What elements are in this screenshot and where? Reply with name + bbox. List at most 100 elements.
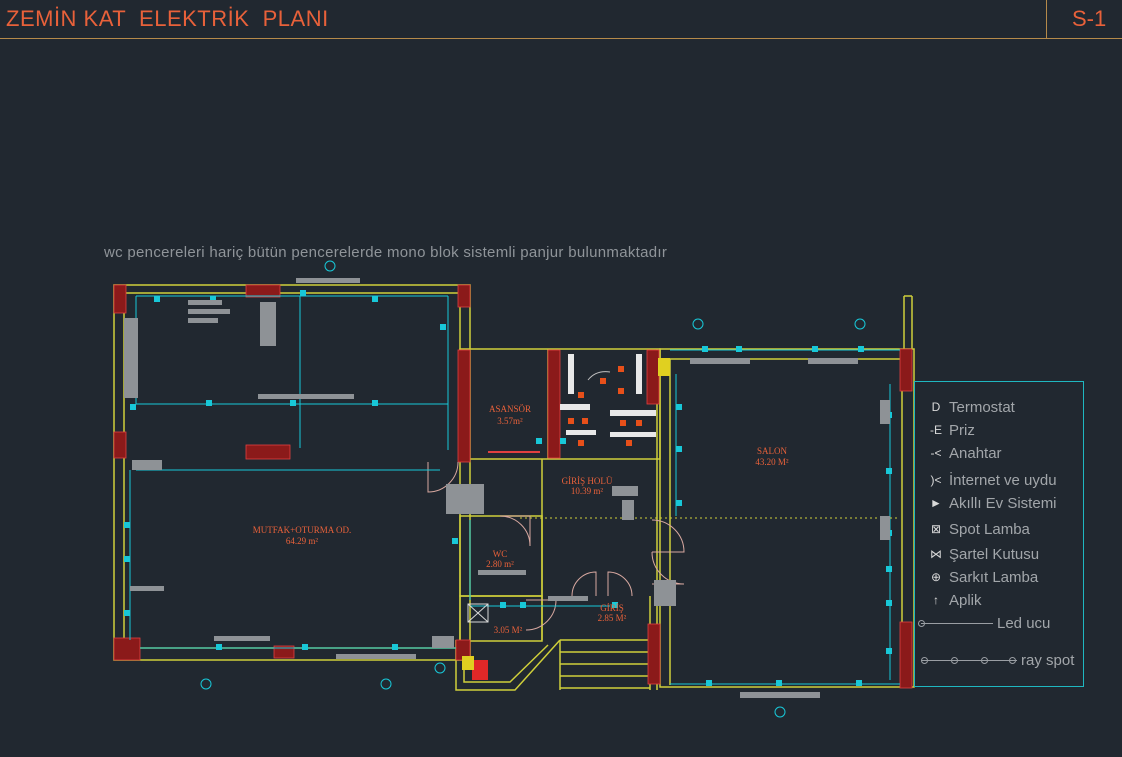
spot-lamp bbox=[302, 644, 308, 650]
sheet-number: S-1 bbox=[1072, 6, 1107, 31]
panel-box-outline bbox=[467, 603, 489, 623]
switch-icon: -< bbox=[930, 446, 942, 460]
spot-lamp bbox=[154, 296, 160, 302]
equipment-label bbox=[258, 394, 354, 399]
header-divider bbox=[1046, 0, 1047, 38]
panel-box-cross bbox=[467, 603, 489, 623]
legend-item-termostat: D Termostat bbox=[927, 397, 1015, 417]
spot-lamp bbox=[440, 324, 446, 330]
junction-box bbox=[658, 358, 670, 376]
fixtures bbox=[124, 290, 892, 686]
legend-item-sarkit: ⊕ Sarkıt Lamba bbox=[927, 567, 1038, 587]
column bbox=[273, 645, 295, 659]
room-area-salon: 43.20 M² bbox=[755, 457, 789, 467]
stair-rail bbox=[610, 432, 656, 437]
equipment-label bbox=[478, 570, 526, 575]
stair-step bbox=[626, 440, 632, 446]
equipment-label bbox=[548, 596, 588, 601]
staircase bbox=[560, 354, 656, 446]
room-name-giris: GİRİŞ bbox=[600, 603, 624, 613]
equipment-label bbox=[188, 300, 222, 305]
legend-label: Sarkıt Lamba bbox=[949, 568, 1039, 586]
legend-label: Aplik bbox=[949, 591, 982, 609]
spot-lamp bbox=[216, 644, 222, 650]
equipment-label bbox=[622, 500, 634, 520]
north-markers bbox=[200, 260, 866, 718]
column bbox=[547, 349, 561, 459]
legend-item-spot: ⊠ Spot Lamba bbox=[927, 519, 1030, 539]
room-area-mutfak: 64.29 m² bbox=[286, 536, 319, 546]
spot-lamp bbox=[676, 446, 682, 452]
column bbox=[113, 431, 127, 459]
drawing-header: ZEMİN KAT ELEKTRİK PLANI S-1 bbox=[0, 0, 1122, 39]
spot-lamp bbox=[886, 648, 892, 654]
room-name-wc: WC bbox=[493, 549, 508, 559]
door-swing bbox=[571, 571, 597, 597]
wall-lamp-icon: ↑ bbox=[933, 593, 939, 607]
led-line-icon bbox=[918, 619, 993, 627]
stair-step bbox=[568, 418, 574, 424]
legend-label: Spot Lamba bbox=[949, 520, 1030, 538]
spot-lamp bbox=[130, 404, 136, 410]
stair-rail bbox=[560, 404, 590, 410]
legend-item-aplik: ↑ Aplik bbox=[927, 590, 982, 610]
equipment-label bbox=[740, 692, 820, 698]
equipment-label bbox=[296, 278, 360, 283]
spot-lamp bbox=[706, 680, 712, 686]
room-name-asansor: ASANSÖR bbox=[489, 404, 531, 414]
spot-lamp bbox=[300, 290, 306, 296]
spot-lamp bbox=[124, 610, 130, 616]
socket-icon: -E bbox=[930, 423, 942, 437]
spot-lamp bbox=[858, 346, 864, 352]
equipment-label bbox=[880, 516, 890, 540]
equipment-label bbox=[130, 586, 164, 591]
legend-item-smart-home: ► Akıllı Ev Sistemi bbox=[927, 493, 1057, 513]
track-spot-icon bbox=[921, 656, 1017, 664]
spot-lamp bbox=[676, 500, 682, 506]
equipment-label bbox=[132, 460, 162, 470]
legend-item-ray-spot: ray spot bbox=[921, 650, 1074, 670]
marker-circle bbox=[434, 662, 446, 674]
equipment-label bbox=[188, 309, 230, 314]
column bbox=[647, 623, 661, 685]
column bbox=[113, 637, 141, 661]
room-labels: ASANSÖR 3.57m² GİRİŞ HOLÜ 10.39 m² SALON… bbox=[253, 404, 789, 635]
spot-lamp bbox=[290, 400, 296, 406]
stair-step bbox=[578, 440, 584, 446]
spot-lamp bbox=[812, 346, 818, 352]
marker-circle bbox=[774, 706, 786, 718]
legend-panel: D Termostat -E Priz -< Anahtar )< İntern… bbox=[914, 381, 1084, 687]
termostat-icon: D bbox=[931, 400, 941, 414]
stair-rail bbox=[566, 430, 596, 435]
smart-home-icon: ► bbox=[930, 496, 942, 510]
spot-lamp bbox=[124, 556, 130, 562]
panel-box bbox=[462, 358, 670, 680]
legend-item-internet: )< İnternet ve uydu bbox=[927, 470, 1057, 490]
drawing-title: ZEMİN KAT ELEKTRİK PLANI bbox=[6, 6, 329, 31]
shutter-note: wc pencereleri hariç bütün pencerelerde … bbox=[104, 244, 668, 261]
equipment-label bbox=[446, 484, 484, 514]
equipment-label bbox=[612, 486, 638, 496]
equipment-label bbox=[880, 400, 890, 424]
column bbox=[646, 349, 660, 405]
room-area-giris-holu: 10.39 m² bbox=[571, 486, 604, 496]
spot-lamp bbox=[124, 522, 130, 528]
panel-board bbox=[472, 660, 488, 680]
column bbox=[245, 444, 291, 460]
stair-step bbox=[618, 388, 624, 394]
stair-rail bbox=[636, 354, 642, 394]
legend-item-led: Led ucu bbox=[918, 613, 1050, 633]
door-swing bbox=[651, 519, 685, 553]
internet-satellite-icon: )< bbox=[930, 473, 942, 487]
marker-circle bbox=[692, 318, 704, 330]
legend-label: İnternet ve uydu bbox=[949, 471, 1057, 489]
room-area-giris: 2.85 M² bbox=[598, 613, 627, 623]
door-swing bbox=[525, 599, 557, 631]
stair-step bbox=[578, 392, 584, 398]
spot-lamp bbox=[736, 346, 742, 352]
left-block-outline bbox=[113, 284, 471, 661]
legend-label: Akıllı Ev Sistemi bbox=[949, 494, 1057, 512]
spot-lamp bbox=[886, 600, 892, 606]
spot-lamp bbox=[372, 296, 378, 302]
